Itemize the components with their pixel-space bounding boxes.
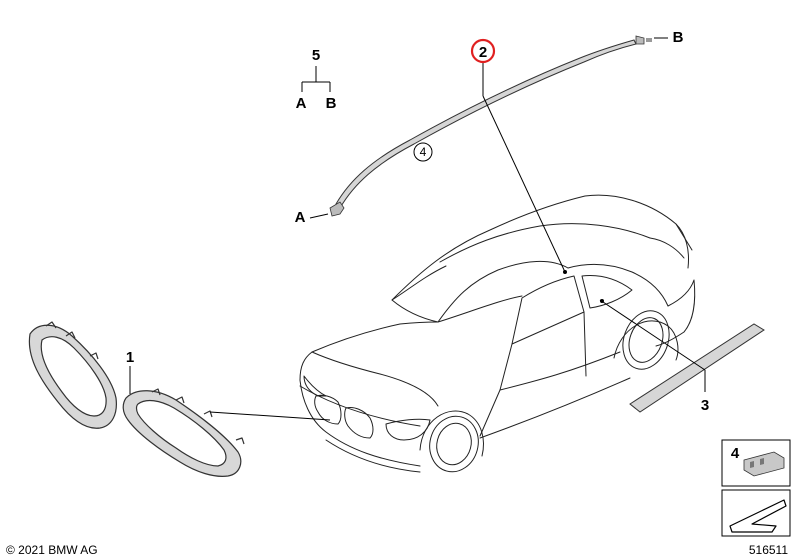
part4-ref-label[interactable]: 4 [420,145,427,159]
image-number: 516511 [749,543,788,557]
part2-label[interactable]: 2 [479,44,487,61]
door-sill-strip [629,323,765,413]
part5-end-a: A [296,95,307,112]
part5-label[interactable]: 5 [312,47,320,64]
part5-end-b: B [326,95,337,112]
roof-trim-strip [329,35,652,217]
kidney-grille-part [28,321,245,477]
strip-end-a-label: A [295,209,306,226]
part1-label[interactable]: 1 [126,349,134,366]
legend-clip-box: 4 [721,439,791,487]
part5-bracket [301,66,331,92]
strip-end-b-label: B [673,29,684,46]
part2-highlight-ring [470,38,496,64]
direction-arrow-icon [729,499,787,533]
legend-4-label: 4 [731,445,740,462]
car-outline [299,194,696,473]
part4-ref-circle [413,142,433,162]
legend-arrow-box [721,489,791,537]
part3-label[interactable]: 3 [701,397,709,414]
copyright-text: © 2021 BMW AG [6,543,98,557]
